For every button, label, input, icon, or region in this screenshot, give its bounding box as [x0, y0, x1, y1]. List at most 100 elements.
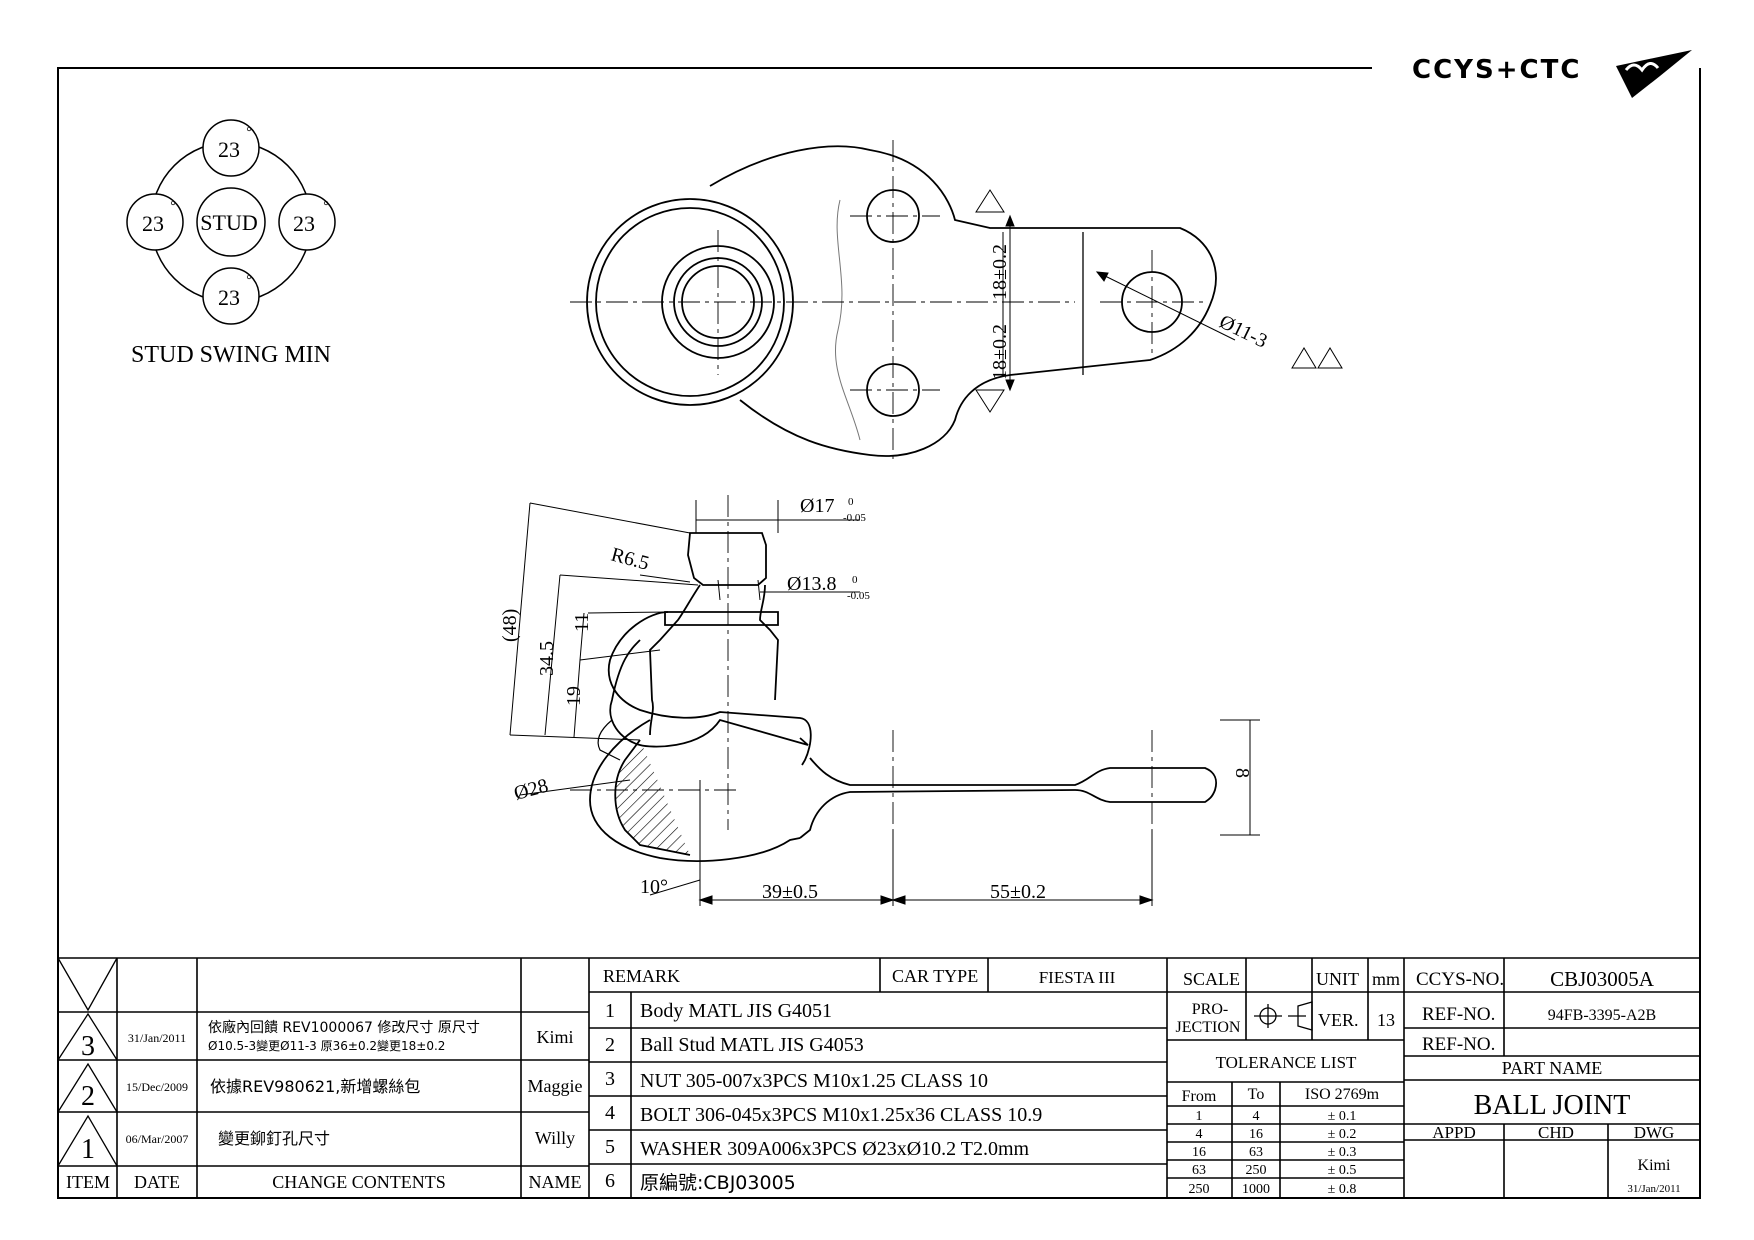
chd-label: CHD: [1538, 1123, 1574, 1142]
swing-top-circle: [202, 119, 260, 177]
car-type-label: CAR TYPE: [892, 966, 978, 986]
logo-text: CCYS+CTC: [1412, 55, 1581, 85]
tolerance-title: TOLERANCE LIST: [1216, 1053, 1357, 1072]
tol-row-3-iso: ± 0.3: [1328, 1145, 1357, 1160]
boot-body: [607, 611, 812, 766]
dwg-date: 31/Jan/2011: [1627, 1183, 1680, 1195]
swing-angle-bottom: 23: [218, 285, 240, 310]
stud-swing-caption: STUD SWING MIN: [131, 342, 331, 368]
remark-no-3: 3: [605, 1068, 615, 1090]
stud-neck-right: [759, 584, 779, 701]
housing-inner-circle: [595, 207, 785, 397]
header-name: NAME: [529, 1172, 582, 1192]
swing-angle-top: 23: [218, 137, 240, 162]
boot-lip: [597, 719, 621, 761]
rev-item-2: 2: [81, 1081, 95, 1112]
tol-row-3-from: 16: [1192, 1145, 1206, 1160]
finish-mark-icon: [1291, 347, 1317, 369]
arm-side-outline: [799, 757, 1218, 839]
header-item: ITEM: [66, 1172, 110, 1192]
rev-name-2: Maggie: [528, 1076, 583, 1096]
ver-label: VER.: [1318, 1010, 1359, 1030]
stud-dia-17-tol-upper: 0: [848, 496, 854, 508]
rev-change-2-line1: 依據REV980621,新增螺絲包: [210, 1077, 420, 1096]
rev-item-3: 3: [81, 1031, 95, 1062]
hole-callout-label: Ø11-3: [1216, 311, 1271, 353]
tolerance-header-from: From: [1182, 1088, 1217, 1105]
height-34-5-label: 34.5: [536, 641, 558, 676]
height-11-label: 11: [571, 613, 593, 632]
side-view: [589, 532, 1218, 862]
sheet-frame: [57, 67, 1701, 1199]
tol-row-5-from: 250: [1189, 1182, 1210, 1197]
angle-10-label: 10°: [640, 876, 668, 898]
company-logo: CCYS+CTC: [1412, 50, 1692, 98]
tol-row-1-from: 1: [1196, 1109, 1203, 1124]
swing-right-circle: [278, 193, 336, 251]
rev-date-1: 06/Mar/2007: [126, 1132, 189, 1146]
rev-name-1: Willy: [535, 1128, 575, 1148]
arm-blend-line: [834, 199, 861, 441]
tol-row-2-from: 4: [1196, 1127, 1203, 1142]
projection-label-2: JECTION: [1176, 1019, 1241, 1036]
tol-row-4-to: 250: [1246, 1163, 1267, 1178]
ccys-no-value: CBJ03005A: [1550, 967, 1655, 991]
ball-dia-label: Ø28: [512, 775, 551, 805]
swing-angle-left: 23: [142, 211, 164, 236]
len-55-label: 55±0.2: [990, 881, 1046, 903]
height-48-label: (48): [499, 609, 521, 642]
stud-dia-17-label: Ø17: [800, 495, 834, 517]
remark-text-1: Body MATL JIS G4051: [640, 1000, 832, 1022]
degree-mark-bottom: °: [246, 273, 252, 288]
remark-text-3: NUT 305-007x3PCS M10x1.25 CLASS 10: [640, 1070, 988, 1092]
stud-dia-13-8-label: Ø13.8: [787, 573, 836, 595]
finish-mark-icon: [975, 389, 1005, 413]
part-name-label: PART NAME: [1502, 1058, 1602, 1078]
degree-mark-top: °: [246, 125, 252, 140]
hole-spacing-top-label: 18±0.2: [989, 244, 1011, 300]
ver-value: 13: [1377, 1010, 1395, 1030]
logo-swoosh-icon: [1624, 62, 1660, 73]
height-19-label: 19: [563, 686, 585, 706]
remark-no-6: 6: [605, 1170, 615, 1192]
header-change-contents: CHANGE CONTENTS: [272, 1172, 446, 1192]
rev-change-3-line1: 依廠內回饋 REV1000067 修改尺寸 原尺寸: [208, 1019, 480, 1036]
stud-swing-diagram: [126, 119, 336, 325]
tol-row-2-iso: ± 0.2: [1328, 1127, 1357, 1142]
remark-no-4: 4: [605, 1102, 615, 1124]
nut-washer: [664, 611, 779, 626]
tol-row-1-to: 4: [1253, 1109, 1260, 1124]
arm-outline: [709, 145, 1217, 457]
ref-no-label-2: REF-NO.: [1422, 1034, 1495, 1055]
radius-label: R6.5: [609, 544, 652, 575]
finish-mark-icon: [1317, 347, 1343, 369]
header-date: DATE: [134, 1172, 180, 1192]
degree-mark-right: °: [323, 199, 329, 214]
rev-change-1-line1: 變更鉚釘孔尺寸: [218, 1129, 330, 1148]
degree-mark-left: °: [170, 199, 176, 214]
stud-dia-13-8-tol-lower: -0.05: [847, 590, 870, 602]
housing-section-hatch: [614, 739, 691, 856]
scale-label: SCALE: [1183, 969, 1240, 989]
tol-row-2-to: 16: [1249, 1127, 1263, 1142]
rev-item-1: 1: [81, 1134, 95, 1165]
part-name-value: BALL JOINT: [1474, 1090, 1631, 1121]
stud-dia-13-8-tol-upper: 0: [852, 574, 858, 586]
top-view-dim-labels: 18±0.2 18±0.2 Ø11-3: [989, 244, 1271, 380]
ref-no-value-1: 94FB-3395-A2B: [1548, 1007, 1656, 1024]
len-39-label: 39±0.5: [762, 881, 818, 903]
unit-value: mm: [1372, 969, 1400, 989]
remark-text-2: Ball Stud MATL JIS G4053: [640, 1034, 864, 1056]
top-view-dimensions: [975, 189, 1343, 413]
side-view-centerlines: [570, 495, 1153, 830]
ccys-no-label: CCYS-NO.: [1416, 969, 1504, 990]
rev-name-3: Kimi: [536, 1027, 573, 1047]
tol-row-5-iso: ± 0.8: [1328, 1182, 1357, 1197]
remark-text-4: BOLT 306-045x3PCS M10x1.25x36 CLASS 10.9: [640, 1104, 1042, 1126]
remark-text-5: WASHER 309A006x3PCS Ø23xØ10.2 T2.0mm: [640, 1138, 1030, 1160]
swing-angle-right: 23: [293, 211, 315, 236]
remark-text-6: 原編號:CBJ03005: [640, 1172, 796, 1194]
ref-no-label-1: REF-NO.: [1422, 1004, 1495, 1025]
tol-row-4-iso: ± 0.5: [1328, 1163, 1357, 1178]
swing-bottom-circle: [202, 267, 260, 325]
